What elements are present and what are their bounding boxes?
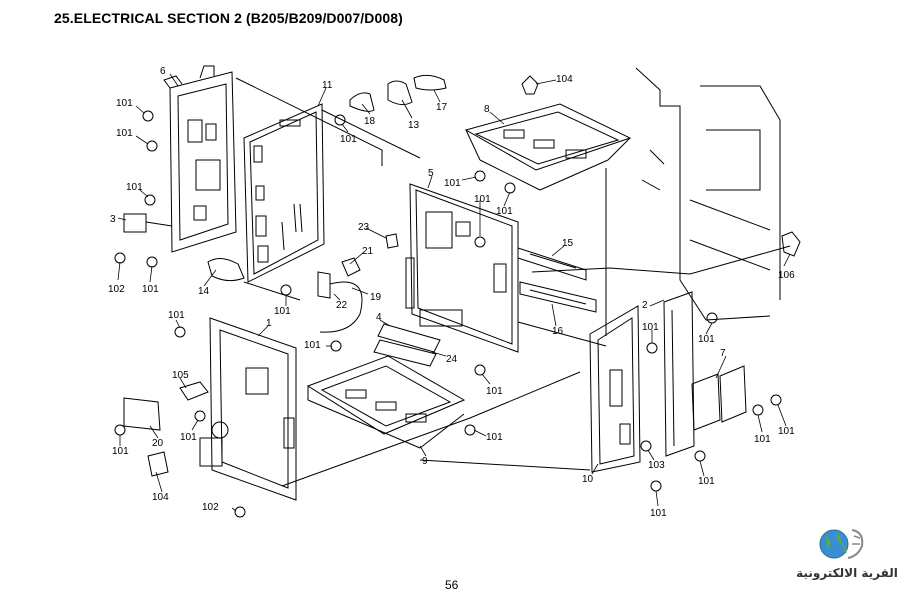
callout-label: 101 [698, 476, 715, 487]
callout-label: 9 [422, 456, 428, 467]
callout-label: 101 [116, 128, 133, 139]
callout-label: 5 [428, 168, 434, 179]
callout-label: 6 [160, 66, 166, 77]
callout-label: 106 [778, 270, 795, 281]
page-title: 25.ELECTRICAL SECTION 2 (B205/B209/D007/… [54, 10, 403, 26]
leader-lines [117, 73, 791, 512]
part-14-cable [207, 258, 245, 282]
callout-label: 10 [582, 474, 594, 485]
callout-label: 104 [152, 492, 169, 503]
page-number: 56 [445, 578, 459, 592]
callout-label: 101 [486, 432, 503, 443]
callout-label: 101 [168, 310, 185, 321]
callout-label: 101 [698, 334, 715, 345]
screws [114, 110, 782, 518]
callout-label: 101 [116, 98, 133, 109]
callout-label: 101 [642, 322, 659, 333]
callout-label: 21 [362, 246, 374, 257]
callout-label: 104 [556, 74, 573, 85]
callout-label: 24 [446, 354, 458, 365]
alignment-lines [235, 77, 791, 487]
callout-label: 16 [552, 326, 564, 337]
callout-label: 18 [364, 116, 376, 127]
callout-label: 19 [370, 292, 382, 303]
callout-label: 13 [408, 120, 420, 131]
callout-label: 102 [202, 502, 219, 513]
part-20-104-105 [123, 381, 229, 477]
machine-frame-right [635, 67, 801, 321]
callout-label: 8 [484, 104, 490, 115]
part-9-tray [306, 355, 466, 449]
callout-label: 103 [648, 460, 665, 471]
callout-label: 101 [496, 206, 513, 217]
callout-label: 101 [778, 426, 795, 437]
callout-label: 101 [180, 432, 197, 443]
callout-label: 11 [322, 80, 333, 91]
part-6-bracket [123, 65, 237, 253]
callout-label: 2 [642, 300, 648, 311]
callout-label: 22 [336, 300, 348, 311]
callout-labels: 6 101 101 101 3 101 102 101 14 11 101 18… [108, 66, 795, 519]
callout-label: 1 [266, 318, 272, 329]
callout-label: 4 [376, 312, 382, 323]
callout-label: 3 [110, 214, 116, 225]
part-11-board [243, 103, 325, 283]
globe-logo-icon [819, 529, 864, 559]
callout-label: 101 [274, 306, 291, 317]
callout-label: 7 [720, 348, 726, 359]
part-15-16-rails [517, 247, 597, 313]
callout-label: 101 [304, 340, 321, 351]
callout-label: 101 [340, 134, 357, 145]
watermark-logo: القرية الالكترونية [792, 522, 902, 588]
callout-label: 15 [562, 238, 574, 249]
callout-label: 14 [198, 286, 210, 297]
cable-harnesses-top [349, 74, 447, 112]
watermark-text: القرية الالكترونية [796, 566, 898, 580]
part-19-22-harness [317, 233, 399, 333]
callout-label: 101 [444, 178, 461, 189]
part-4-24-boards [373, 323, 441, 367]
part-1-chassis [199, 317, 297, 501]
callout-label: 101 [126, 182, 143, 193]
callout-label: 101 [474, 194, 491, 205]
callout-label: 101 [142, 284, 159, 295]
callout-label: 101 [486, 386, 503, 397]
part-10-plate [589, 305, 641, 473]
part-8-tray [464, 75, 632, 191]
part-7-clips [691, 365, 747, 431]
callout-label: 105 [172, 370, 189, 381]
callout-label: 102 [108, 284, 125, 295]
callout-label: 101 [650, 508, 667, 519]
part-2-bracket [663, 291, 695, 457]
callout-label: 101 [112, 446, 129, 457]
callout-label: 20 [152, 438, 164, 449]
callout-label: 23 [358, 222, 370, 233]
callout-label: 17 [436, 102, 448, 113]
callout-label: 101 [754, 434, 771, 445]
